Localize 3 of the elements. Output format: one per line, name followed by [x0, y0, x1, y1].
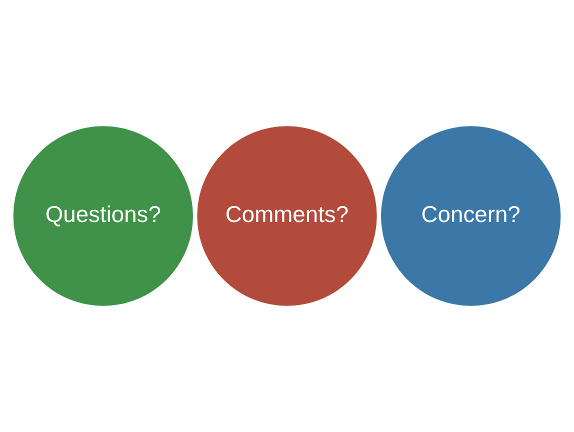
node-circle: Concern?	[381, 126, 561, 306]
node-circle: Comments?	[197, 126, 377, 306]
node-circle: Questions?	[13, 126, 193, 306]
